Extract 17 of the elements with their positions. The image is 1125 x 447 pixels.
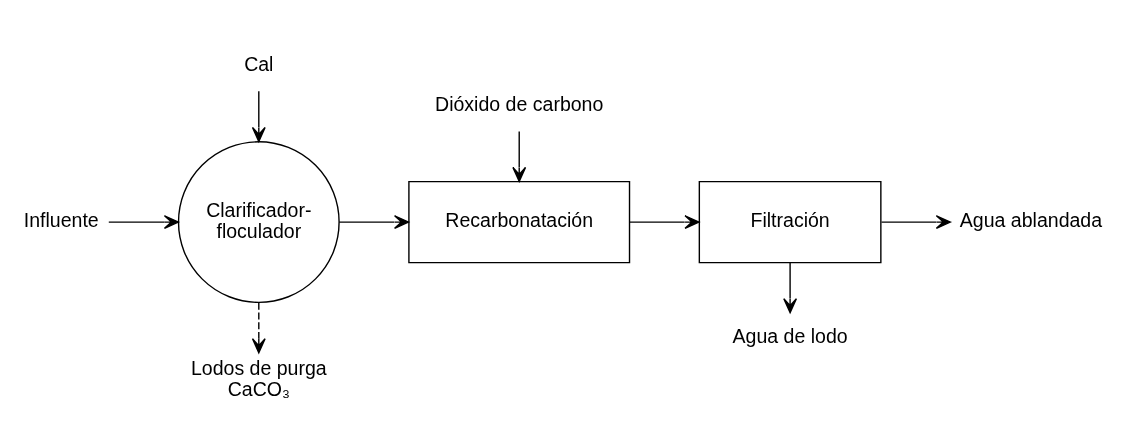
node-text: Agua de lodo (732, 325, 848, 348)
arrow (628, 215, 700, 230)
arrow (783, 262, 798, 314)
node-box: Recarbonatación (408, 180, 631, 264)
node-text: Dióxido de carbono (435, 93, 604, 116)
node-text: Influente (23, 209, 99, 232)
arrow (108, 215, 180, 230)
node-text: Lodos de purga CaCO₃ (190, 356, 327, 400)
node-text: Cal (244, 52, 274, 75)
node-box: Filtración (698, 180, 882, 264)
arrow (251, 302, 266, 354)
node-circle: Clarificador-floculador (177, 141, 340, 304)
arrow (251, 90, 266, 143)
arrow (512, 130, 527, 183)
arrow (880, 215, 952, 230)
node-text: Agua ablandada (959, 209, 1103, 232)
arrow (338, 215, 410, 230)
